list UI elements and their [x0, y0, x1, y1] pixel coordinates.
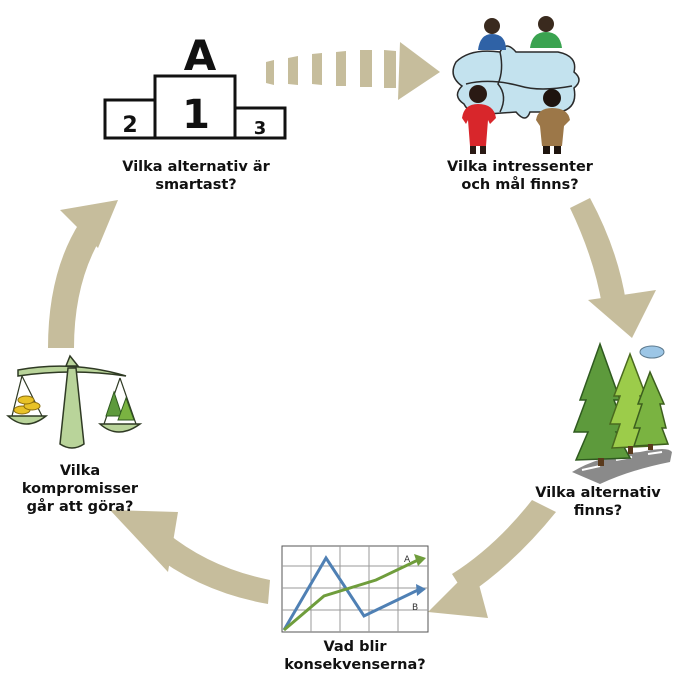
label-line: går att göra?	[26, 499, 134, 515]
label-line: Vilka alternativ	[535, 485, 661, 501]
forest-icon	[572, 341, 672, 484]
chart-line-b	[282, 555, 419, 631]
podium-icon: 1 2 3 A	[103, 31, 287, 140]
label-line: Vilka alternativ är	[122, 159, 270, 175]
step-label-alternatives: Vilka alternativ finns?	[518, 484, 678, 520]
label-line: Vad blir	[323, 639, 387, 655]
podium-first: 1	[182, 92, 210, 138]
arrow-bottom-left	[110, 510, 270, 604]
step-label-ranking: Vilka alternativ är smartast?	[96, 158, 296, 194]
puzzle-people-icon	[452, 16, 580, 154]
chart-line-a	[283, 558, 419, 632]
step-label-compromises: Vilka kompromisser går att göra?	[10, 462, 150, 516]
step-label-consequences: Vad blir konsekvenserna?	[270, 638, 440, 674]
podium-third: 3	[254, 118, 267, 139]
arrow-left	[48, 200, 118, 348]
label-line: konsekvenserna?	[284, 657, 426, 673]
podium-second: 2	[122, 113, 137, 138]
chart-label-b: B	[412, 603, 418, 613]
label-line: och mål finns?	[461, 177, 579, 193]
chart-label-a: A	[404, 555, 411, 565]
step-label-stakeholders: Vilka intressenter och mål finns?	[420, 158, 620, 194]
arrow-bottom-right	[428, 500, 556, 618]
label-line: finns?	[573, 503, 623, 519]
label-line: kompromisser	[21, 481, 139, 497]
podium-top-letter: A	[184, 31, 217, 80]
balance-scale-icon	[6, 354, 143, 449]
label-line: smartast?	[155, 177, 237, 193]
label-line: Vilka intressenter	[447, 159, 593, 175]
label-line: Vilka	[59, 463, 101, 479]
arrow-right	[570, 198, 656, 338]
dashed-arrow-top	[266, 42, 440, 100]
line-chart-icon: A B	[281, 545, 429, 633]
